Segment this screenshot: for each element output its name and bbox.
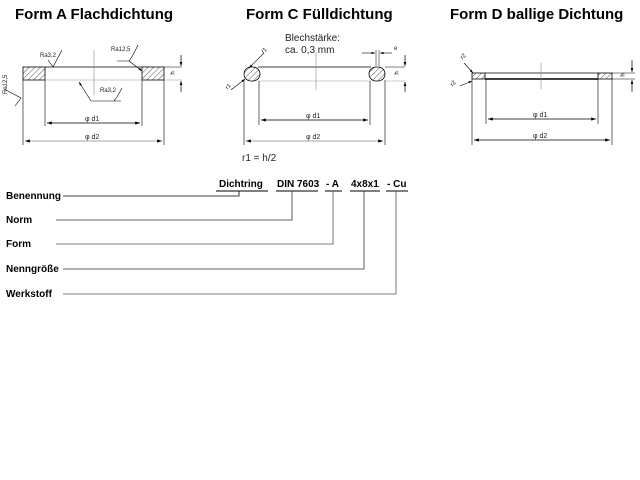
form-c-section-right (368, 66, 386, 82)
designation-part-werkstoff: - Cu (387, 179, 407, 190)
form-d-section-left (471, 72, 486, 80)
form-a-roughness-inner: Ra3,2 (100, 88, 117, 94)
leader-nenngroesse (63, 191, 365, 270)
form-c-dim-d2: φ d2 (306, 134, 321, 141)
form-d-section-right (597, 72, 613, 80)
form-a-roughness-top-left: Ra3,2 (40, 53, 57, 59)
designation-key (56, 190, 408, 295)
form-a-section-right (141, 66, 165, 81)
form-a-drawing (3, 44, 183, 145)
form-c-sheet-thickness-label: Blechstärke: (285, 33, 341, 44)
roughness-symbol (47, 49, 63, 68)
designation-part-benennung: Dichtring (219, 179, 263, 190)
leader-form (56, 191, 334, 245)
leader-werkstoff (63, 191, 397, 295)
form-c-formula: r1 = h/2 (242, 153, 277, 164)
designation-part-norm: DIN 7603 (277, 179, 320, 190)
label-nenngroesse: Nenngröße (6, 264, 59, 275)
form-d-drawing (459, 60, 635, 145)
form-c-dim-e: e (394, 46, 398, 52)
form-c-section-left (243, 66, 261, 82)
form-d-dim-d2: φ d2 (533, 133, 548, 140)
roughness-symbol (91, 87, 123, 102)
designation-part-nenngroesse: 4x8x1 (351, 179, 379, 190)
form-a-dim-d2: φ d2 (85, 134, 100, 141)
designation-part-form: - A (326, 179, 339, 190)
form-c-drawing (230, 50, 407, 145)
form-d-dim-d1: φ d1 (533, 112, 548, 119)
title-form-d: Form D ballige Dichtung (450, 6, 624, 23)
form-c-sheet-thickness-value: ca. 0,3 mm (285, 45, 335, 56)
form-a-roughness-outer: Ra12,5 (3, 74, 9, 94)
form-a-section-left (22, 66, 46, 81)
form-d-dim-h: h (620, 73, 627, 77)
leader-norm (56, 191, 293, 221)
label-werkstoff: Werkstoff (6, 289, 52, 300)
label-norm: Norm (6, 215, 33, 226)
title-form-c: Form C Fülldichtung (246, 6, 393, 23)
label-benennung: Benennung (6, 191, 61, 202)
title-form-a: Form A Flachdichtung (15, 6, 174, 23)
form-a-dim-h: h (170, 71, 177, 75)
form-a-roughness-top-right: Ra12,5 (111, 47, 131, 53)
roughness-symbol (117, 44, 139, 62)
leader-benennung (63, 191, 240, 197)
form-c-dim-d1: φ d1 (306, 113, 321, 120)
label-form: Form (6, 239, 31, 250)
form-c-dim-h: h (394, 71, 401, 75)
roughness-symbol (3, 88, 22, 107)
form-a-dim-d1: φ d1 (85, 116, 100, 123)
